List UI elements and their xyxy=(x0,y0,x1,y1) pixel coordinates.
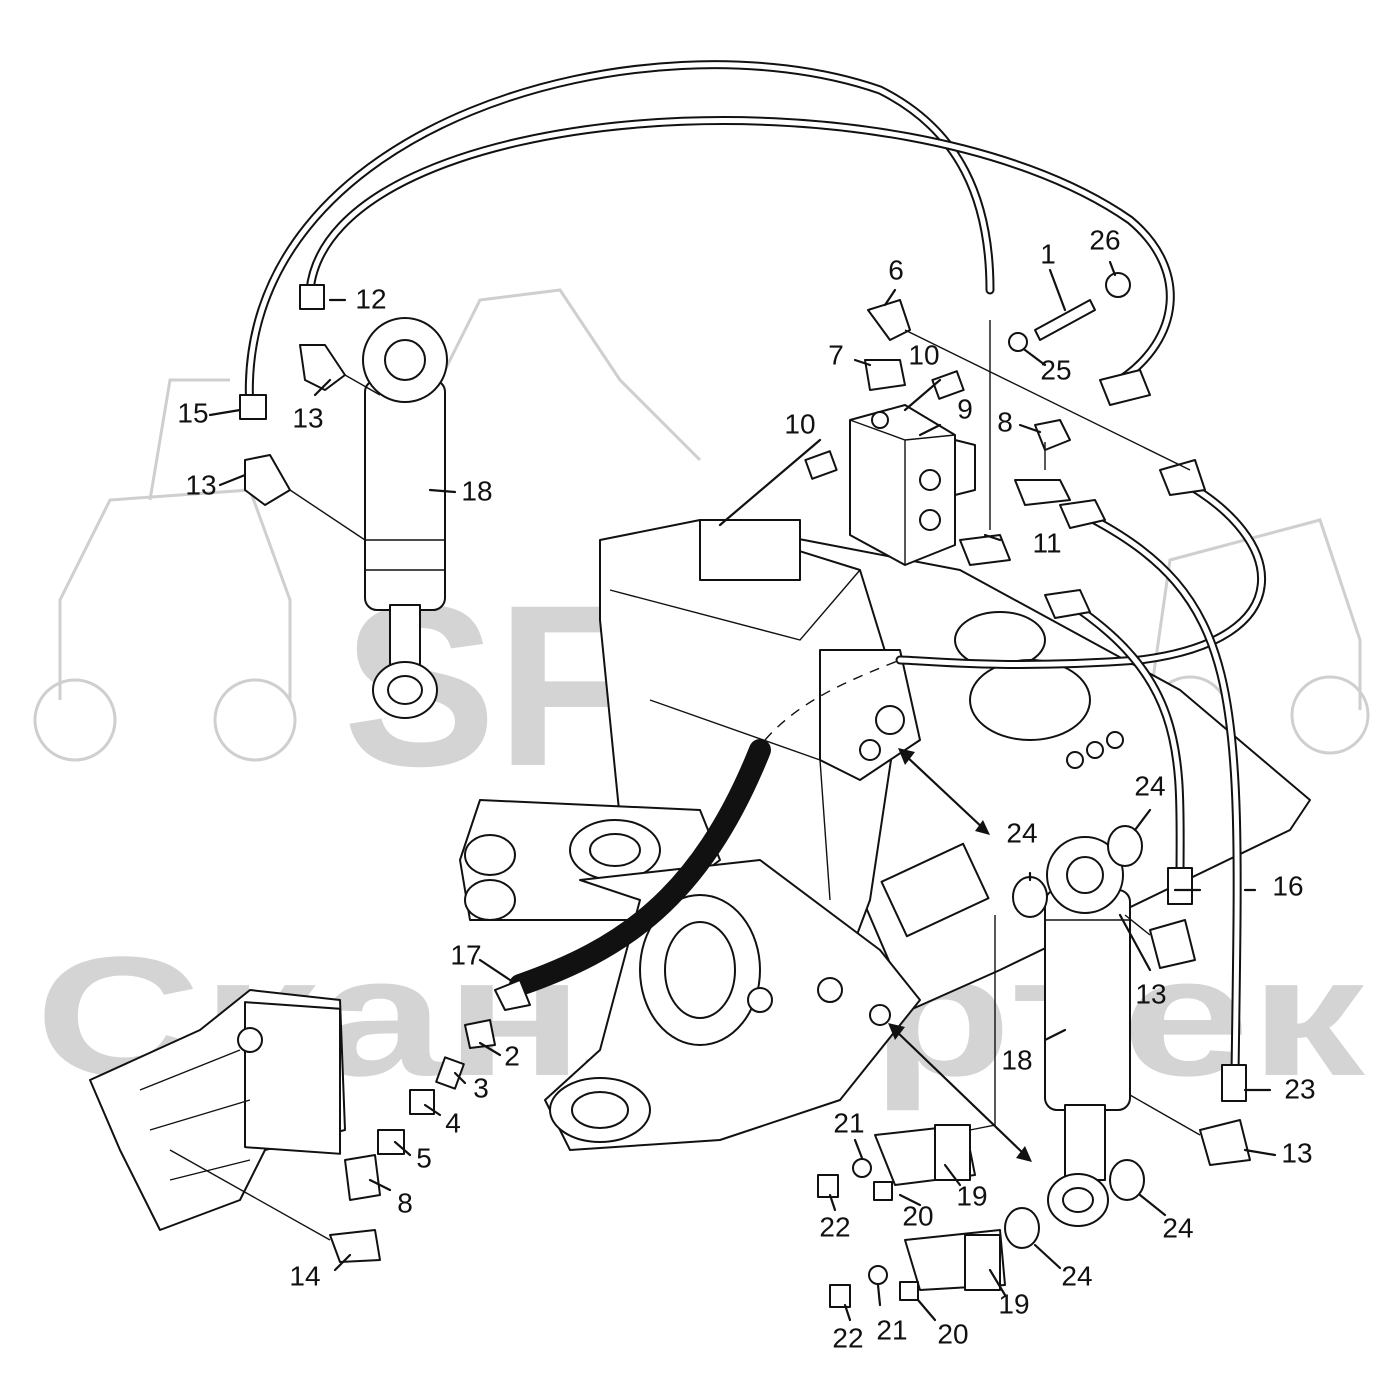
callout-24-upper-left: 24 xyxy=(1006,817,1037,848)
callout-18-left: 18 xyxy=(461,475,492,506)
fittings xyxy=(239,272,1251,1308)
callout-13-upper-left: 13 xyxy=(292,402,323,433)
callout-10-upper: 10 xyxy=(908,339,939,370)
callout-4: 4 xyxy=(445,1107,461,1138)
callout-13-right-cyl: 13 xyxy=(1135,978,1166,1009)
callout-3: 3 xyxy=(473,1072,489,1103)
watermark-excavator-arm xyxy=(418,288,702,462)
valve-block xyxy=(849,404,976,566)
callout-19-lower: 19 xyxy=(998,1288,1029,1319)
callout-7: 7 xyxy=(828,339,844,370)
hose-17 xyxy=(509,739,771,996)
bracket xyxy=(819,649,921,781)
hoses xyxy=(244,60,1266,1080)
callout-2: 2 xyxy=(504,1040,520,1071)
callout-20-upper: 20 xyxy=(902,1200,933,1231)
callout-17: 17 xyxy=(450,939,481,970)
callout-8-pump: 8 xyxy=(397,1187,413,1218)
callout-18-right: 18 xyxy=(1001,1044,1032,1075)
callout-19-upper: 19 xyxy=(956,1180,987,1211)
watermark-tractor-left xyxy=(33,378,297,762)
callout-10-left: 10 xyxy=(784,408,815,439)
hydraulic-cylinder-right xyxy=(1044,836,1131,1227)
callout-26: 26 xyxy=(1089,224,1120,255)
callout-6: 6 xyxy=(888,254,904,285)
callout-24-upper-right: 24 xyxy=(1134,770,1165,801)
callout-labels: 1 2 3 4 5 6 7 8 8 9 10 10 11 12 13 13 13… xyxy=(177,224,1315,1353)
callout-20-lower: 20 xyxy=(937,1318,968,1349)
callout-5: 5 xyxy=(416,1142,432,1173)
leader-lines xyxy=(169,260,1277,1322)
callout-21-upper: 21 xyxy=(833,1107,864,1138)
pump-assembly xyxy=(89,989,346,1231)
callout-8-block: 8 xyxy=(997,406,1013,437)
callout-16: 16 xyxy=(1272,870,1303,901)
callout-22-lower: 22 xyxy=(832,1322,863,1353)
callout-11: 11 xyxy=(1032,527,1061,558)
callout-21-lower: 21 xyxy=(876,1314,907,1345)
hydraulic-cylinder-left xyxy=(362,317,448,719)
callout-13-lower-left: 13 xyxy=(185,469,216,500)
callout-25: 25 xyxy=(1040,354,1071,385)
callout-14: 14 xyxy=(289,1260,320,1291)
callout-24-lower-middle: 24 xyxy=(1061,1260,1092,1291)
callout-13-lower-right: 13 xyxy=(1281,1137,1312,1168)
callout-24-lower-right: 24 xyxy=(1162,1212,1193,1243)
callout-15: 15 xyxy=(177,397,208,428)
callout-12: 12 xyxy=(355,283,386,314)
callout-22-upper: 22 xyxy=(819,1211,850,1242)
callout-23: 23 xyxy=(1284,1073,1315,1104)
callout-9: 9 xyxy=(957,393,973,424)
callout-1: 1 xyxy=(1040,238,1056,269)
